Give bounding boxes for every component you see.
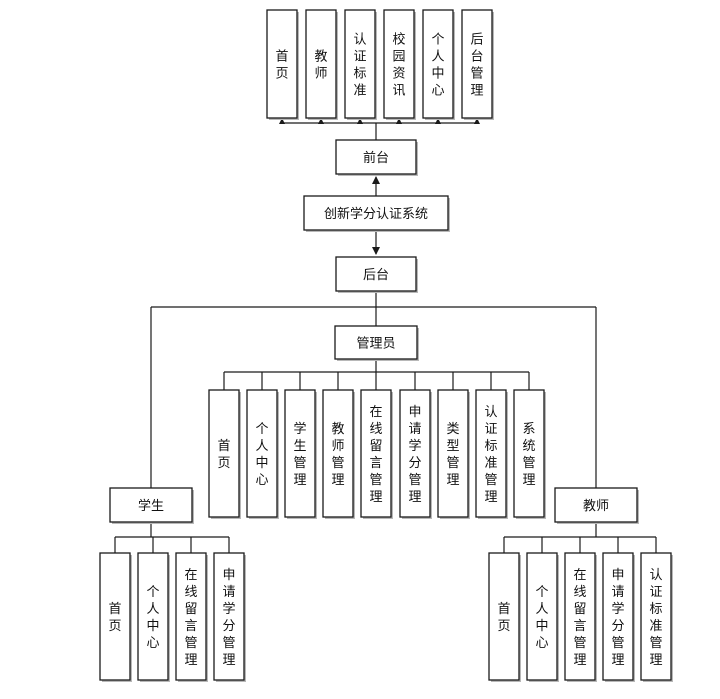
front-item-2: 教师	[305, 9, 338, 120]
admin-node: 管理员	[334, 325, 419, 361]
teacher-item-3: 在线留言管理	[564, 552, 597, 682]
admin-item-9-label: 系统管理	[522, 422, 535, 488]
teacher-item-4: 申请学分管理	[602, 552, 635, 682]
student-item-1-label: 首页	[108, 602, 121, 634]
admin-item-9: 系统管理	[513, 389, 546, 519]
front-item-1-label: 首页	[275, 50, 288, 82]
teacher-node: 教师	[554, 487, 639, 524]
system-node: 创新学分认证系统	[303, 195, 450, 232]
student-item-4-label: 申请学分管理	[222, 568, 235, 668]
admin-item-6-label: 申请学分管理	[408, 405, 421, 505]
front-item-6-label: 后台管理	[470, 33, 483, 99]
admin-item-6: 申请学分管理	[399, 389, 432, 519]
student-item-3-label: 在线留言管理	[184, 568, 197, 668]
teacher-item-1-label: 首页	[497, 602, 510, 634]
student-item-3: 在线留言管理	[175, 552, 208, 682]
admin-item-8: 认证标准管理	[475, 389, 508, 519]
admin-item-5-label: 在线留言管理	[369, 405, 382, 505]
teacher-item-5: 认证标准管理	[640, 552, 673, 682]
admin-item-7-label: 类型管理	[446, 422, 459, 488]
teacher-node-label: 教师	[583, 498, 609, 514]
teacher-item-2-label: 个人中心	[535, 585, 548, 651]
teacher-item-2: 个人中心	[526, 552, 559, 682]
teacher-item-4-label: 申请学分管理	[611, 568, 624, 668]
student-item-4: 申请学分管理	[213, 552, 246, 682]
student-item-1: 首页	[99, 552, 132, 682]
front-item-6: 后台管理	[461, 9, 494, 120]
student-item-2: 个人中心	[137, 552, 170, 682]
diagram-edges	[114, 118, 657, 553]
back-node: 后台	[335, 256, 418, 293]
front-item-2-label: 教师	[314, 49, 327, 82]
system-node-label: 创新学分认证系统	[324, 206, 428, 222]
admin-item-3-label: 学生管理	[293, 421, 306, 488]
admin-item-4: 教师管理	[322, 389, 355, 519]
student-node-label: 学生	[138, 498, 164, 514]
admin-item-4-label: 教师管理	[331, 421, 344, 488]
admin-item-3: 学生管理	[284, 389, 317, 519]
teacher-item-5-label: 认证标准管理	[649, 568, 662, 668]
admin-item-2: 个人中心	[246, 389, 279, 519]
teacher-item-1: 首页	[488, 552, 521, 682]
front-item-4-label: 校园资讯	[392, 32, 405, 99]
front-item-4: 校园资讯	[383, 9, 416, 120]
admin-item-5: 在线留言管理	[360, 389, 393, 519]
front-item-1: 首页	[266, 9, 299, 120]
front-node: 前台	[335, 139, 418, 176]
front-item-3-label: 认证标准	[353, 33, 366, 99]
front-item-5-label: 个人中心	[431, 33, 444, 99]
front-item-5: 个人中心	[422, 9, 455, 120]
student-node: 学生	[109, 487, 194, 524]
admin-item-1-label: 首页	[217, 439, 230, 471]
admin-node-label: 管理员	[356, 337, 395, 352]
diagram-nodes: 首页教师认证标准校园资讯个人中心后台管理前台创新学分认证系统后台管理员首页个人中…	[99, 9, 673, 682]
student-item-2-label: 个人中心	[146, 585, 159, 651]
teacher-item-3-label: 在线留言管理	[573, 568, 586, 668]
admin-item-2-label: 个人中心	[255, 422, 268, 488]
front-node-label: 前台	[363, 150, 389, 166]
admin-item-7: 类型管理	[437, 389, 470, 519]
admin-item-1: 首页	[208, 389, 241, 519]
back-node-label: 后台	[363, 268, 389, 283]
front-item-3: 认证标准	[344, 9, 377, 120]
admin-item-8-label: 认证标准管理	[484, 405, 497, 505]
